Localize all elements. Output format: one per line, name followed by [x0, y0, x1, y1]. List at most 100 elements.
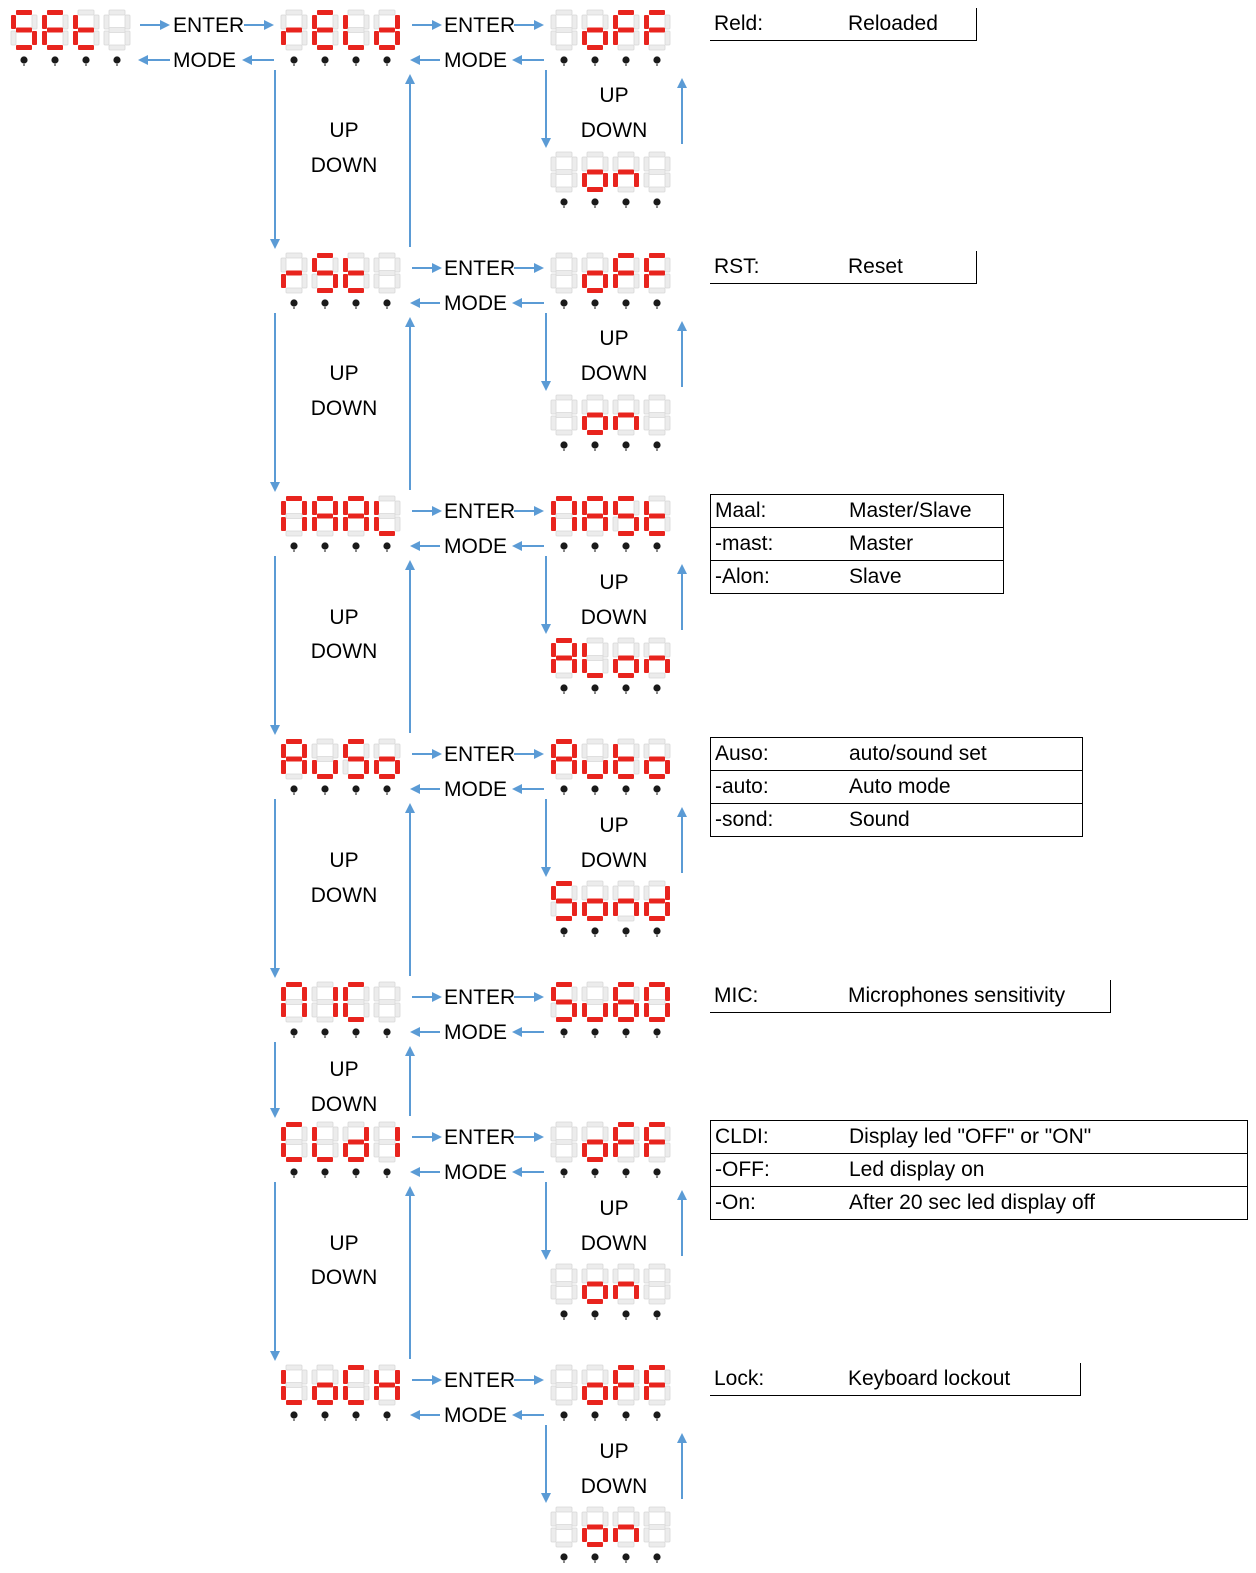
display-cldi-on	[548, 1262, 676, 1320]
segment-unlit	[302, 1143, 307, 1157]
button-knob	[321, 1168, 328, 1175]
legend-value: auto/sound set	[845, 738, 1083, 771]
button-label-mark	[54, 63, 56, 66]
segment-lit	[16, 45, 32, 50]
display-su60	[548, 980, 676, 1038]
segment-lit	[317, 28, 333, 33]
segment-lit	[649, 656, 665, 661]
segment-unlit	[649, 496, 665, 501]
segment-lit	[286, 757, 302, 762]
segment-unlit	[379, 271, 395, 276]
segment-lit	[665, 659, 670, 673]
segment-lit	[618, 656, 634, 661]
segment-unlit	[649, 413, 665, 418]
segment-unlit	[634, 15, 639, 29]
segment-lit	[556, 1000, 572, 1005]
segment-lit	[302, 760, 307, 774]
segment-lit	[582, 517, 587, 531]
button-label-mark	[23, 63, 25, 66]
segment-unlit	[644, 1285, 649, 1299]
segment-unlit	[374, 1003, 379, 1017]
button-label-mark	[563, 549, 565, 552]
segment-unlit	[572, 1285, 577, 1299]
segment-unlit	[556, 10, 572, 15]
segment-unlit	[587, 1507, 603, 1512]
segment-unlit	[379, 496, 395, 501]
segment-lit	[364, 517, 369, 531]
segment-lit	[78, 28, 94, 33]
segment-unlit	[556, 187, 572, 192]
segment-unlit	[317, 1017, 333, 1022]
segment-lit	[634, 416, 639, 430]
button-knob	[622, 1310, 629, 1317]
button-knob	[653, 1310, 660, 1317]
segment-lit	[281, 1127, 286, 1141]
segment-unlit	[333, 258, 338, 272]
segment-unlit	[618, 881, 634, 886]
segment-lit	[343, 258, 348, 272]
segment-lit	[343, 744, 348, 758]
display-reld-on	[548, 150, 676, 208]
button-knob	[560, 1411, 567, 1418]
segment-lit	[312, 1143, 317, 1157]
segment-unlit	[582, 400, 587, 414]
segment-unlit	[302, 15, 307, 29]
button-label-mark	[293, 63, 295, 66]
segment-lit	[613, 987, 618, 1001]
segment-lit	[587, 1299, 603, 1304]
button-label-mark	[656, 934, 658, 937]
digit	[343, 1122, 369, 1162]
segment-unlit	[613, 1269, 618, 1283]
down-label: DOWN	[311, 885, 378, 907]
button-label-mark	[625, 691, 627, 694]
segment-lit	[603, 31, 608, 45]
segment-lit	[556, 881, 572, 886]
legend-lock: Lock:Keyboard lockout	[710, 1363, 1081, 1396]
segment-unlit	[556, 288, 572, 293]
segment-unlit	[587, 757, 603, 762]
segment-lit	[348, 1365, 364, 1370]
up-label: UP	[329, 1233, 358, 1255]
mode-label: MODE	[444, 50, 507, 72]
segment-unlit	[348, 10, 364, 15]
segment-lit	[302, 744, 307, 758]
button-label-mark	[293, 549, 295, 552]
segment-unlit	[665, 31, 670, 45]
segment-unlit	[379, 10, 395, 15]
down-label: DOWN	[311, 1267, 378, 1289]
segment-lit	[395, 1127, 400, 1141]
segment-lit	[317, 774, 333, 779]
button-knob	[591, 684, 598, 691]
segment-lit	[364, 501, 369, 515]
segment-unlit	[644, 1528, 649, 1542]
button-knob	[560, 927, 567, 934]
segment-unlit	[665, 643, 670, 657]
digit	[613, 982, 639, 1022]
up-label: UP	[329, 850, 358, 872]
segment-lit	[587, 45, 603, 50]
digit	[312, 1365, 338, 1405]
segment-lit	[317, 253, 333, 258]
segment-unlit	[348, 531, 364, 536]
digit	[582, 982, 608, 1022]
legend-key: CLDI:	[711, 1121, 846, 1154]
segment-unlit	[556, 45, 572, 50]
segment-unlit	[379, 1017, 395, 1022]
segment-lit	[613, 274, 618, 288]
mode-label: MODE	[444, 293, 507, 315]
segment-lit	[582, 1386, 587, 1400]
segment-unlit	[665, 1143, 670, 1157]
segment-lit	[587, 430, 603, 435]
segment-lit	[618, 1140, 634, 1145]
legend-reld: Reld:Reloaded	[710, 8, 977, 41]
button-label-mark	[594, 205, 596, 208]
segment-lit	[613, 902, 618, 916]
segment-lit	[618, 253, 634, 258]
digit	[644, 395, 670, 435]
digit	[312, 739, 338, 779]
segment-unlit	[556, 1264, 572, 1269]
legend-value: Display led "OFF" or "ON"	[845, 1121, 1248, 1154]
button-knob	[622, 927, 629, 934]
button-knob	[352, 1168, 359, 1175]
segment-unlit	[395, 517, 400, 531]
